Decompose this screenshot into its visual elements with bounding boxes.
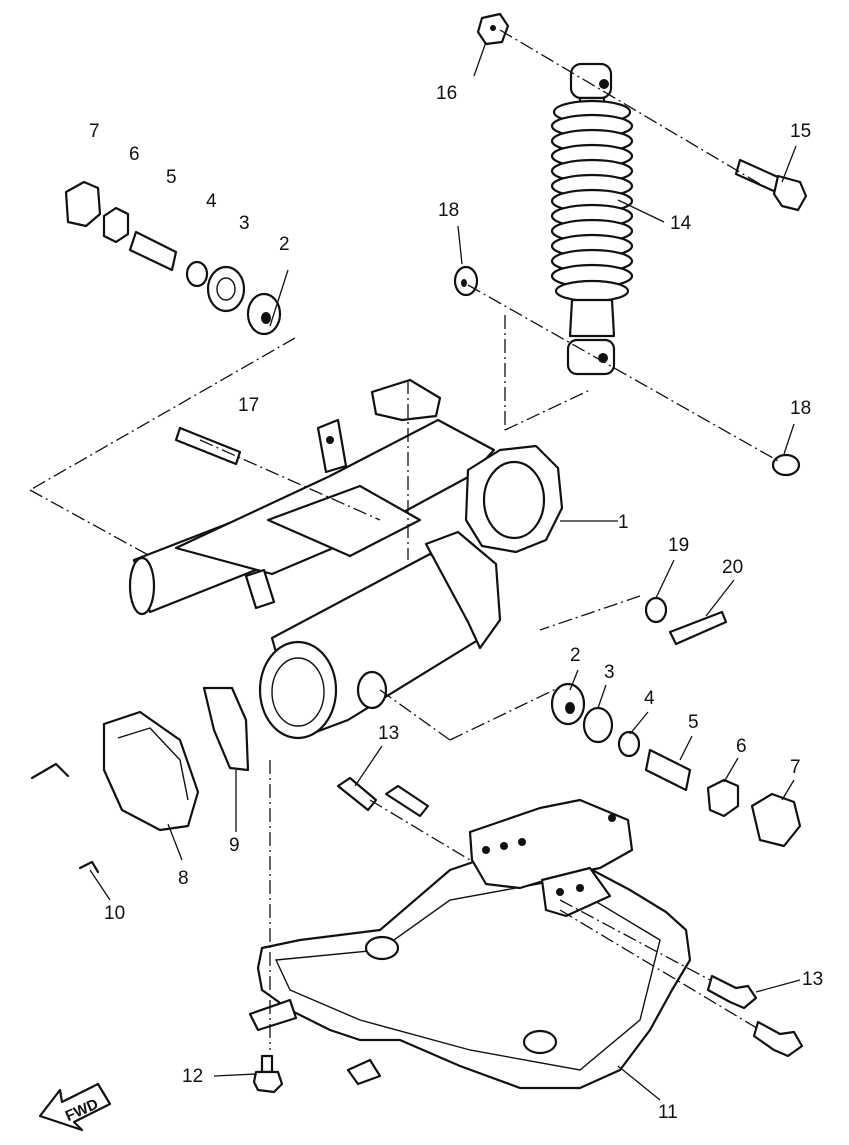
washer-part-18-lower [771, 453, 801, 477]
callout-12: 12 [182, 1066, 203, 1087]
washer-part-19 [644, 596, 668, 624]
callout-5-upper: 5 [166, 167, 177, 188]
callout-13-lower: 13 [802, 969, 823, 990]
cover-part-8 [102, 710, 200, 832]
callout-3-lower: 3 [604, 662, 615, 683]
bearing-part-3-lower [582, 706, 614, 744]
nut-part-16 [476, 12, 510, 46]
bolt-part-15 [734, 158, 808, 212]
callout-1: 1 [618, 512, 629, 533]
callout-14: 14 [670, 213, 692, 234]
callout-5-lower: 5 [688, 712, 699, 733]
callout-3-upper: 3 [239, 213, 250, 234]
bolt-part-17 [174, 426, 242, 466]
callout-10: 10 [104, 903, 125, 924]
callout-11: 11 [658, 1102, 678, 1123]
bolt-part-13-lower [706, 974, 804, 1058]
pivot-bearing-stack-upper [64, 180, 282, 336]
sleeve-part-5-lower [644, 748, 692, 792]
callout-17: 17 [238, 395, 259, 416]
callout-2-upper: 2 [279, 234, 290, 255]
alignment-centerlines [29, 29, 781, 1050]
callout-7-upper: 7 [89, 121, 100, 142]
clip-part-10 [30, 762, 100, 874]
callout-13-upper: 13 [378, 723, 399, 744]
washer-part-18-upper [453, 265, 479, 297]
seal-part-9 [202, 686, 250, 772]
sleeve-part-5-upper [128, 230, 178, 272]
bearing-part-3-upper [206, 265, 246, 313]
callout-20: 20 [722, 557, 743, 578]
cap-part-7-lower [750, 792, 802, 848]
pivot-bearing-stack-lower [550, 682, 802, 848]
swingarm-part-1 [128, 378, 564, 740]
callout-19: 19 [668, 535, 689, 556]
callout-4-upper: 4 [206, 191, 217, 212]
callout-15: 15 [790, 121, 811, 142]
shock-spring-coils [550, 99, 634, 303]
callout-18-lower: 18 [790, 398, 811, 419]
bolt-part-12 [252, 1054, 284, 1094]
callout-18-upper: 18 [438, 200, 459, 221]
callout-16: 16 [436, 83, 457, 104]
arrow-left-icon [38, 1082, 112, 1132]
callout-9: 9 [229, 835, 240, 856]
cap-part-7-upper [64, 180, 102, 228]
collar-part-6-upper [102, 206, 130, 244]
bolt-part-13-upper [336, 776, 430, 818]
callout-6-upper: 6 [129, 144, 140, 165]
callout-6-lower: 6 [736, 736, 747, 757]
callout-leaders [89, 41, 801, 1101]
seal-part-4-lower [617, 730, 641, 758]
callout-4-lower: 4 [644, 688, 655, 709]
collar-part-6-lower [706, 778, 740, 818]
cotter-pin-part-20 [668, 610, 728, 646]
skid-plate-part-11 [248, 798, 692, 1090]
callout-8: 8 [178, 868, 189, 889]
callout-7-lower: 7 [790, 757, 801, 778]
callout-labels: 7 6 5 4 3 2 16 15 14 18 18 17 1 19 20 2 … [89, 83, 823, 1123]
forward-direction-marker: FWD [38, 1082, 112, 1132]
callout-2-lower: 2 [570, 645, 581, 666]
seal-part-4-upper [185, 260, 209, 288]
shock-absorber-part-14 [550, 62, 634, 376]
